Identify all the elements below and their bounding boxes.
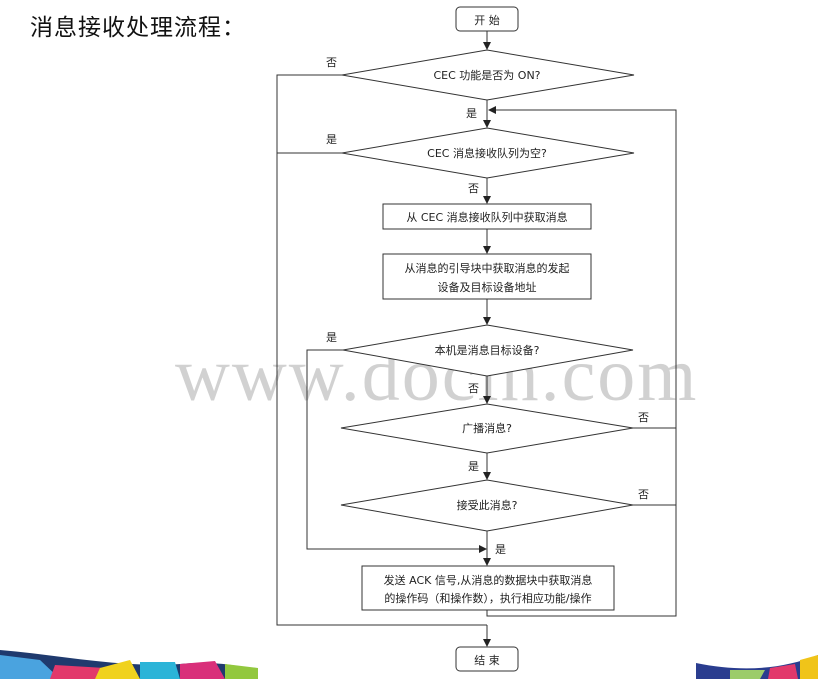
decision-is-broadcast-label: 广播消息? (462, 421, 512, 435)
label-accept-yes: 是 (495, 543, 506, 556)
process-get-message-label: 从 CEC 消息接收队列中获取消息 (406, 210, 567, 224)
decision-cec-on-label: CEC 功能是否为 ON? (433, 68, 540, 82)
label-is-target-no: 否 (468, 382, 479, 395)
end-node (455, 646, 519, 672)
decision-is-target-label: 本机是消息目标设备? (435, 343, 540, 357)
label-is-broadcast-yes: 是 (468, 460, 479, 473)
process-handle-message-line2: 的操作码（和操作数），执行相应功能/操作 (384, 591, 591, 605)
label-is-target-yes: 是 (326, 331, 337, 344)
start-node-label: 开 始 (474, 13, 500, 27)
page-title: 消息接收处理流程： (30, 15, 246, 41)
process-get-address-line1: 从消息的引导块中获取消息的发起 (405, 261, 570, 275)
label-cec-on-no: 否 (326, 56, 337, 69)
label-accept-no: 否 (638, 488, 649, 501)
label-is-broadcast-no: 否 (638, 411, 649, 424)
label-cec-on-yes: 是 (466, 107, 477, 120)
process-handle-message (361, 565, 615, 611)
decision-accept-label: 接受此消息? (457, 498, 518, 512)
end-node-label: 结 束 (474, 654, 500, 667)
decision-queue-empty-label: CEC 消息接收队列为空? (427, 146, 547, 160)
process-handle-message-line1: 发送 ACK 信号,从消息的数据块中获取消息 (384, 573, 593, 587)
process-get-address (382, 253, 592, 300)
label-queue-empty-no: 否 (468, 182, 479, 195)
process-get-address-line2: 设备及目标设备地址 (438, 280, 537, 294)
decorative-swoosh-right (696, 655, 818, 679)
decorative-swoosh-left (0, 650, 258, 679)
label-queue-empty-yes: 是 (326, 133, 337, 146)
